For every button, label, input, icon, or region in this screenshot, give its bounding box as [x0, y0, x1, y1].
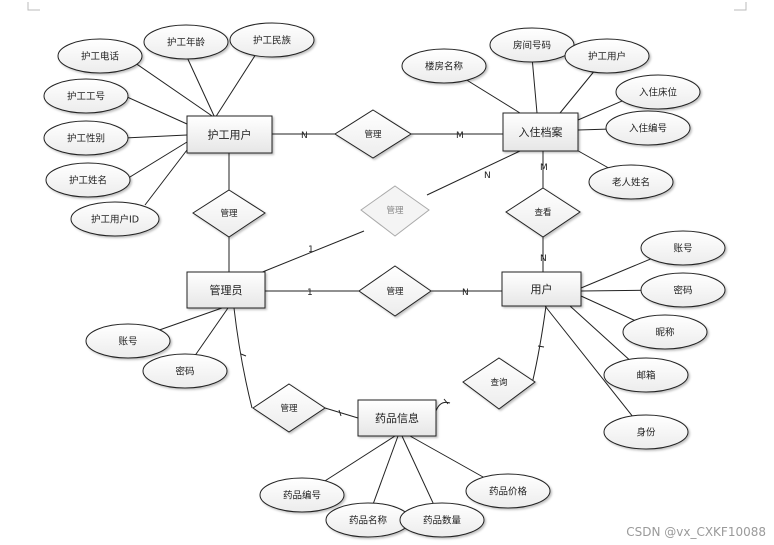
svg-text:密码: 密码 — [175, 366, 194, 378]
entity-drug-info: 药品信息 — [357, 399, 437, 437]
relationship-nurse-checkin: 管理 — [334, 109, 412, 159]
card-nurse-checkin-n: N — [301, 131, 308, 141]
svg-text:护工年龄: 护工年龄 — [167, 37, 206, 49]
svg-text:管理: 管理 — [386, 286, 404, 297]
attr-nurse-name: 护工姓名 — [45, 162, 131, 198]
attr-building-name: 楼房名称 — [401, 48, 487, 84]
svg-text:房间号码: 房间号码 — [513, 40, 551, 52]
svg-text:护工工号: 护工工号 — [67, 91, 105, 103]
svg-text:药品名称: 药品名称 — [349, 515, 388, 527]
svg-text:药品编号: 药品编号 — [283, 490, 321, 502]
attr-nurse-phone: 护工电话 — [57, 38, 143, 74]
svg-text:管理: 管理 — [364, 129, 382, 140]
attr-nurse-no: 护工工号 — [43, 78, 129, 114]
entity-nurse-user: 护工用户 — [186, 115, 273, 154]
attr-user-email: 邮箱 — [603, 357, 689, 393]
svg-text:入住编号: 入住编号 — [629, 123, 667, 135]
relationship-admin-drug: 管理 — [252, 383, 326, 433]
svg-text:药品价格: 药品价格 — [489, 486, 528, 498]
relationship-user-drug: 查询 — [462, 357, 536, 410]
relationship-checkin-user: 查看 — [505, 187, 581, 238]
svg-text:护工用户ID: 护工用户ID — [91, 214, 139, 226]
attr-room-no: 房间号码 — [489, 27, 575, 63]
card-nurse-checkin-m: M — [456, 131, 464, 141]
attr-user-identity: 身份 — [603, 414, 689, 450]
attr-drug-price: 药品价格 — [465, 473, 551, 509]
cardinality-ticks — [240, 345, 545, 417]
entity-user: 用户 — [501, 271, 582, 307]
svg-text:楼房名称: 楼房名称 — [425, 61, 464, 73]
svg-text:入住床位: 入住床位 — [639, 87, 678, 99]
attr-drug-name: 药品名称 — [325, 502, 411, 538]
attr-nurse-user-id: 护工用户ID — [70, 201, 160, 237]
svg-text:护工性别: 护工性别 — [67, 133, 105, 145]
svg-text:管理: 管理 — [386, 205, 404, 216]
svg-text:账号: 账号 — [118, 337, 137, 348]
attr-admin-password: 密码 — [142, 353, 228, 389]
svg-text:护工用户: 护工用户 — [208, 128, 252, 142]
relationship-admin-user: 管理 — [358, 265, 432, 317]
svg-text:药品数量: 药品数量 — [423, 515, 462, 527]
attr-drug-qty: 药品数量 — [399, 502, 485, 538]
attr-checkin-nurse-user: 护工用户 — [564, 38, 650, 74]
svg-text:昵称: 昵称 — [655, 327, 675, 339]
card-admin-user-n: N — [462, 288, 469, 298]
svg-text:管理: 管理 — [220, 208, 238, 219]
svg-text:管理: 管理 — [280, 403, 298, 414]
card-admin-checkin-1: 1 — [308, 245, 314, 255]
svg-text:护工电话: 护工电话 — [81, 51, 120, 63]
card-checkin-user-n: N — [540, 254, 547, 264]
relationship-admin-checkin: 管理 — [360, 185, 430, 237]
attr-nurse-age: 护工年龄 — [143, 24, 229, 60]
svg-text:护工用户: 护工用户 — [588, 51, 626, 63]
entity-checkin-record: 入住档案 — [502, 112, 579, 152]
svg-text:药品信息: 药品信息 — [375, 411, 419, 425]
svg-text:密码: 密码 — [673, 285, 692, 297]
svg-text:护工民族: 护工民族 — [253, 35, 292, 47]
cardinality-labels: N M 1 N M N 1 N — [301, 131, 548, 298]
attr-nurse-ethnicity: 护工民族 — [229, 22, 315, 58]
attr-checkin-no: 入住编号 — [605, 110, 691, 146]
svg-text:护工姓名: 护工姓名 — [69, 175, 107, 187]
svg-text:用户: 用户 — [531, 282, 553, 296]
attr-admin-account: 账号 — [85, 323, 171, 359]
svg-text:账号: 账号 — [673, 244, 692, 255]
attr-elder-name: 老人姓名 — [588, 164, 674, 200]
attr-nurse-gender: 护工性别 — [43, 120, 129, 156]
svg-text:管理员: 管理员 — [210, 283, 243, 297]
card-admin-user-1: 1 — [307, 288, 313, 298]
card-checkin-user-m: M — [540, 163, 548, 173]
attr-checkin-bed: 入住床位 — [615, 74, 701, 110]
page-corner-marks — [27, 2, 747, 11]
watermark: CSDN @vx_CXKF10088 — [626, 525, 766, 539]
svg-text:身份: 身份 — [636, 427, 656, 439]
svg-text:老人姓名: 老人姓名 — [612, 177, 650, 189]
relationship-nurse-admin: 管理 — [192, 189, 266, 238]
svg-text:入住档案: 入住档案 — [519, 125, 563, 139]
attr-drug-no: 药品编号 — [259, 477, 345, 513]
entity-admin: 管理员 — [186, 271, 266, 309]
svg-text:查询: 查询 — [490, 377, 507, 388]
attr-user-nickname: 昵称 — [622, 314, 708, 350]
svg-text:邮箱: 邮箱 — [636, 370, 655, 382]
attr-user-account: 账号 — [640, 230, 726, 266]
card-admin-checkin-n: N — [484, 171, 491, 181]
attr-user-password: 密码 — [640, 272, 726, 308]
svg-text:查看: 查看 — [534, 207, 551, 218]
